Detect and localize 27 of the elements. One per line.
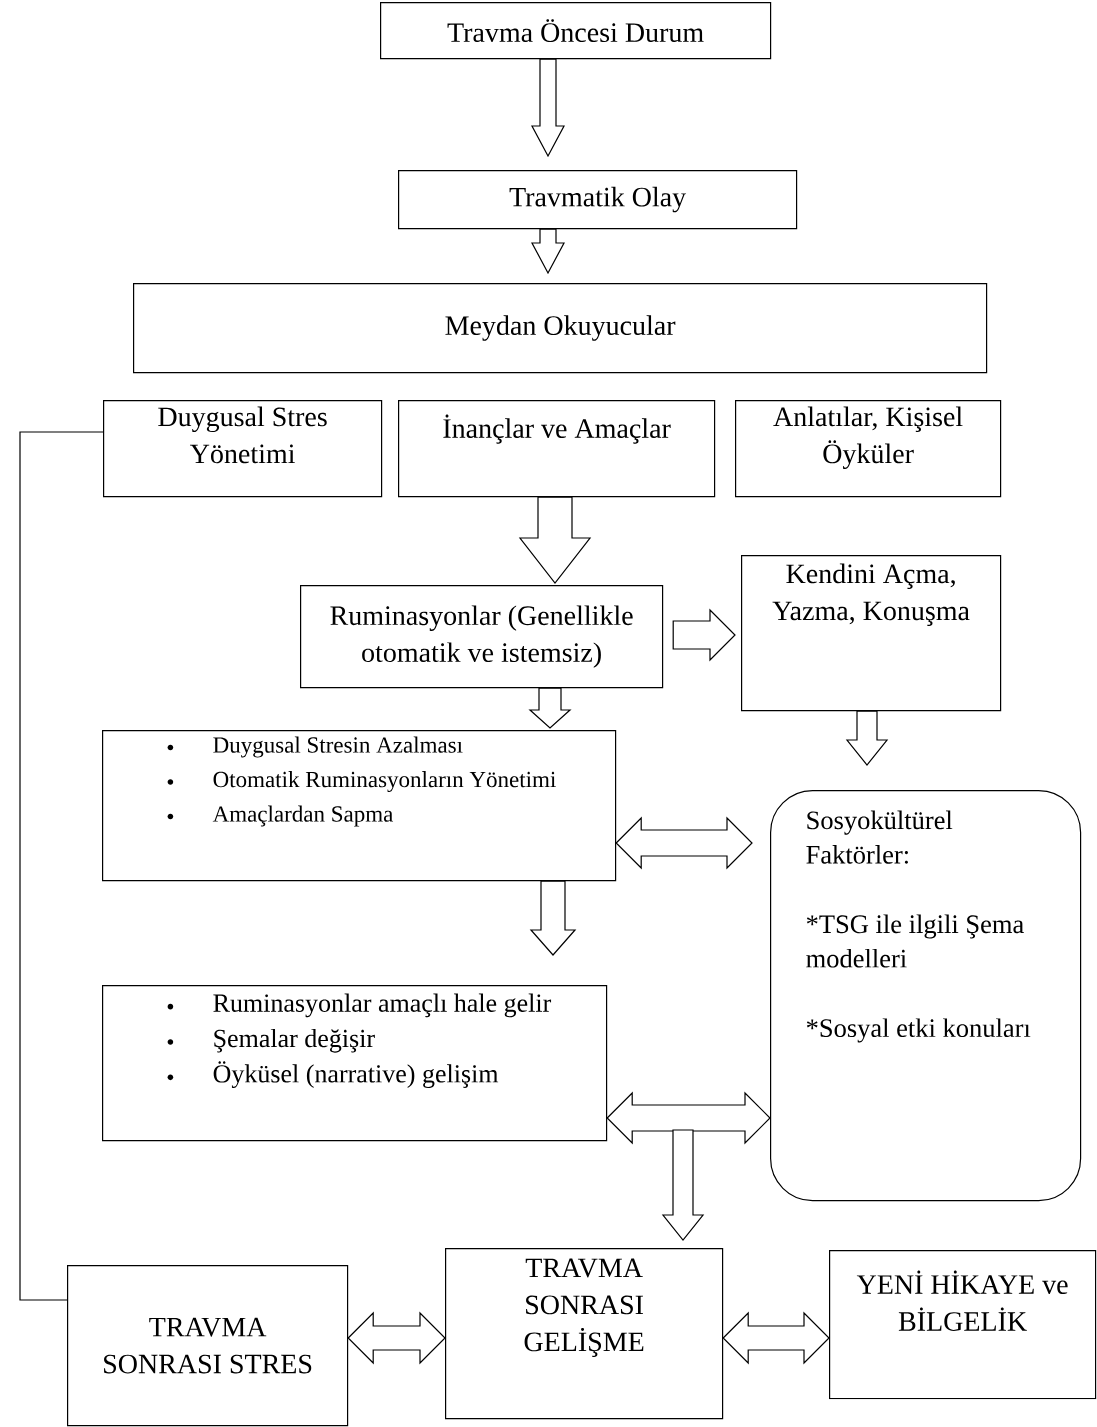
rounded-box: Sosyokültürel Faktörler: *TSG ile ilgili Şema modelleri *Sosyal etki konuları bbox=[770, 790, 1082, 1202]
block-arrow bbox=[528, 687, 572, 729]
process-box: Anlatılar, Kişisel Öyküler bbox=[735, 400, 1002, 498]
double-block-arrow bbox=[347, 1311, 446, 1365]
block-arrow bbox=[518, 496, 592, 584]
bullet-list-box: Duygusal Stresin Azalması Otomatik Ruminasyonların Yönetimi Amaçlardan Sapma bbox=[102, 730, 617, 882]
process-box: TRAVMA SONRASI STRES bbox=[67, 1265, 349, 1427]
block-arrow bbox=[529, 880, 577, 956]
block-arrow bbox=[672, 608, 736, 662]
process-box: Ruminasyonlar (Genellikle otomatik ve istemsiz) bbox=[300, 585, 664, 689]
process-box: YENİ HİKAYE ve BİLGELİK bbox=[829, 1250, 1097, 1400]
double-block-arrow bbox=[722, 1311, 830, 1365]
block-arrow bbox=[661, 1129, 705, 1241]
double-block-arrow bbox=[606, 1091, 771, 1145]
block-arrow bbox=[845, 710, 889, 766]
process-box: Kendini Açma, Yazma, Konuşma bbox=[741, 555, 1002, 712]
process-box: Travma Öncesi Durum bbox=[380, 2, 772, 60]
connector-line bbox=[19, 431, 104, 1301]
process-box: TRAVMA SONRASI GELİŞME bbox=[445, 1248, 724, 1420]
process-box: Meydan Okuyucular bbox=[133, 283, 988, 374]
process-box: Duygusal Stres Yönetimi bbox=[103, 400, 383, 498]
process-box: Travmatik Olay bbox=[398, 170, 798, 230]
process-box: İnançlar ve Amaçlar bbox=[398, 400, 716, 498]
double-block-arrow bbox=[615, 816, 753, 870]
bullet-list-box: Ruminasyonlar amaçlı hale gelir Şemalar değişir Öyküsel (narrative) gelişim bbox=[102, 985, 608, 1142]
block-arrow bbox=[531, 58, 565, 158]
block-arrow bbox=[531, 228, 565, 275]
